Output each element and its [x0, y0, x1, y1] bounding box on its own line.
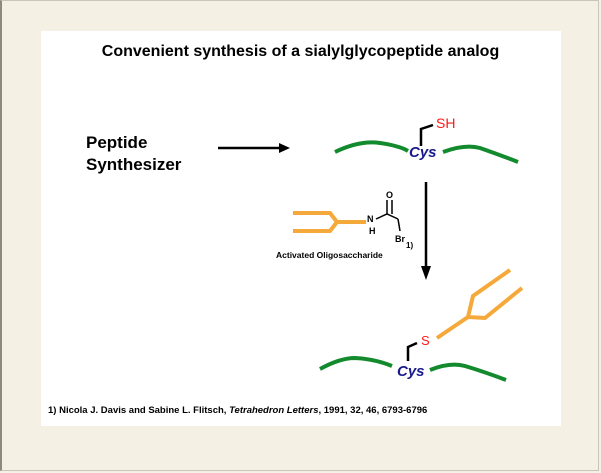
- o-label: O: [386, 190, 393, 200]
- activated-oligosaccharide: O N H Br 1) Activated Oligosaccharide: [276, 190, 413, 260]
- peptide-synthesizer-label: Peptide Synthesizer: [86, 132, 181, 176]
- vertical-arrow: [421, 182, 431, 280]
- cys-label: Cys: [409, 144, 437, 161]
- activated-oligosaccharide-label: Activated Oligosaccharide: [276, 250, 383, 260]
- horizontal-arrow: [218, 143, 290, 153]
- glycopeptide-product: Cys S: [319, 268, 524, 382]
- slide-title: Convenient synthesis of a sialylglycopep…: [101, 43, 500, 60]
- ref-details: , 1991, 32, 46, 6793-6796: [318, 405, 428, 416]
- label-line1: Peptide: [86, 133, 148, 152]
- cys-label-product: Cys: [397, 363, 425, 380]
- s-label: S: [421, 333, 430, 348]
- h-label: H: [369, 226, 376, 236]
- reference-citation: 1) Nicola J. Davis and Sabine L. Flitsch…: [48, 405, 427, 416]
- sh-label: SH: [436, 115, 455, 131]
- br-label: Br: [395, 234, 405, 244]
- footnote-mark: 1): [406, 241, 413, 250]
- ref-authors: 1) Nicola J. Davis and Sabine L. Flitsch…: [48, 405, 230, 416]
- n-label: N: [367, 214, 374, 224]
- cys-peptide-top: Cys SH: [334, 115, 519, 164]
- label-line2: Synthesizer: [86, 155, 182, 174]
- slide-panel: [41, 31, 561, 426]
- ref-journal: Tetrahedron Letters: [229, 405, 319, 416]
